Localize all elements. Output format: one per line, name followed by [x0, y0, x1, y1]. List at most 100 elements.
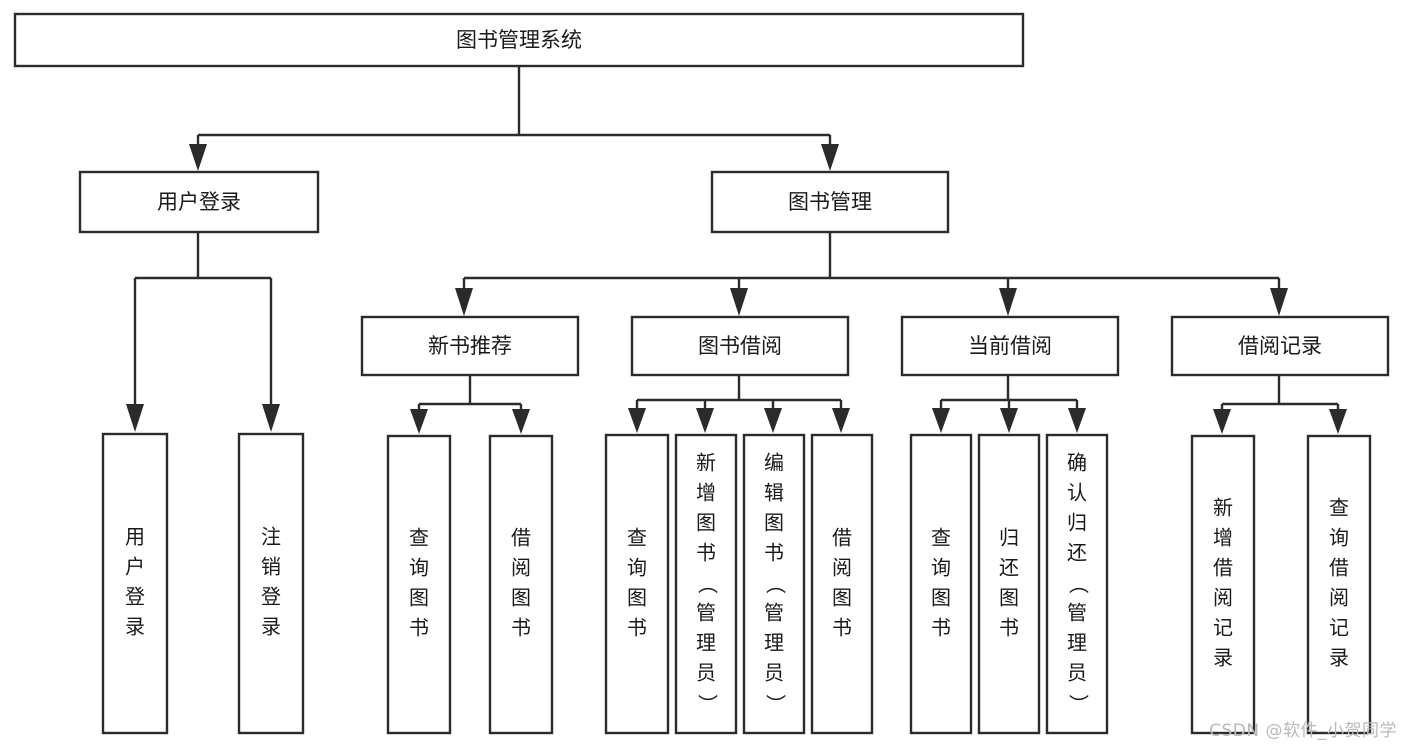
node-current-borrow-box[interactable] — [900, 315, 1120, 377]
svg-text:确: 确 — [1067, 451, 1087, 475]
svg-text:询: 询 — [931, 556, 951, 580]
arrowhead-book-borrow — [730, 288, 748, 316]
node-leaf-borrow-book-2-box[interactable] — [810, 433, 874, 735]
node-leaf-logout-box[interactable] — [237, 432, 305, 735]
svg-text:（: （ — [696, 574, 720, 594]
svg-text:）: ） — [696, 694, 720, 714]
svg-text:认: 认 — [1067, 481, 1087, 505]
svg-text:书: 书 — [409, 616, 429, 640]
svg-text:登: 登 — [125, 585, 145, 609]
svg-text:员: 员 — [1067, 661, 1087, 685]
svg-text:增: 增 — [1213, 526, 1233, 550]
svg-text:编: 编 — [764, 451, 784, 475]
node-leaf-user-login-box[interactable] — [101, 432, 169, 735]
svg-text:管: 管 — [696, 601, 716, 625]
arrowhead-leaf-query-book-3 — [932, 408, 950, 433]
svg-text:录: 录 — [1329, 646, 1349, 670]
node-book-management-box[interactable] — [710, 170, 950, 234]
svg-text:新: 新 — [1213, 496, 1233, 520]
svg-text:记: 记 — [1329, 616, 1349, 640]
svg-text:书: 书 — [627, 616, 647, 640]
node-leaf-query-book-3-box[interactable] — [909, 433, 973, 735]
arrowhead-leaf-edit-book — [764, 408, 782, 433]
node-leaf-add-record-box[interactable] — [1190, 434, 1256, 735]
arrowhead-book-management — [821, 144, 839, 171]
svg-text:销: 销 — [261, 555, 281, 579]
node-borrow-record[interactable]: 借阅记录 — [1170, 315, 1390, 377]
svg-text:询: 询 — [627, 556, 647, 580]
svg-text:还: 还 — [1067, 541, 1087, 565]
svg-text:用: 用 — [125, 525, 145, 549]
node-leaf-borrow-book-1-box[interactable] — [488, 434, 554, 735]
node-user-login[interactable]: 用户登录 — [78, 170, 320, 234]
svg-text:理: 理 — [1067, 631, 1087, 655]
arrowhead-new-book-recommend — [455, 288, 473, 316]
svg-text:还: 还 — [999, 556, 1019, 580]
svg-text:录: 录 — [125, 615, 145, 639]
arrowhead-leaf-user-login — [126, 404, 144, 432]
svg-text:图: 图 — [511, 586, 531, 610]
svg-text:（: （ — [764, 574, 788, 594]
arrowhead-current-borrow — [999, 288, 1017, 316]
svg-text:管: 管 — [1067, 601, 1087, 625]
svg-text:新: 新 — [696, 451, 716, 475]
svg-text:查: 查 — [931, 526, 951, 550]
svg-text:图: 图 — [627, 586, 647, 610]
node-book-management[interactable]: 图书管理 — [710, 170, 950, 234]
svg-text:录: 录 — [1213, 646, 1233, 670]
node-leaf-query-book-2-box[interactable] — [604, 433, 670, 735]
node-leaf-add-book-box[interactable] — [674, 433, 738, 735]
node-book-borrow-box[interactable] — [630, 315, 850, 377]
node-borrow-record-box[interactable] — [1170, 315, 1390, 377]
node-leaf-return-book-box[interactable] — [977, 433, 1041, 735]
node-current-borrow-label: 当前借阅 — [968, 334, 1052, 358]
node-book-management-label: 图书管理 — [788, 190, 872, 214]
arrowhead-user-login — [189, 144, 207, 171]
svg-text:查: 查 — [409, 526, 429, 550]
arrowhead-leaf-logout — [262, 404, 280, 432]
node-new-book-recommend-box[interactable] — [360, 315, 580, 377]
node-root[interactable]: 图书管理系统 — [13, 12, 1025, 68]
node-new-book-recommend[interactable]: 新书推荐 — [360, 315, 580, 377]
node-current-borrow[interactable]: 当前借阅 — [900, 315, 1120, 377]
arrowhead-leaf-add-book — [696, 408, 714, 433]
svg-text:借: 借 — [1213, 556, 1233, 580]
node-book-borrow[interactable]: 图书借阅 — [630, 315, 850, 377]
svg-text:阅: 阅 — [511, 556, 531, 580]
node-leaf-confirm-return-box[interactable] — [1045, 433, 1109, 735]
connector-layer — [126, 66, 1347, 434]
svg-text:询: 询 — [409, 556, 429, 580]
svg-text:登: 登 — [261, 585, 281, 609]
svg-text:记: 记 — [1213, 616, 1233, 640]
node-leaf-user-login[interactable]: 用户登录 — [101, 432, 169, 735]
node-leaf-query-book-1-box[interactable] — [386, 434, 452, 735]
arrowhead-leaf-return-book — [1000, 408, 1018, 433]
node-root-box[interactable] — [13, 12, 1025, 68]
arrowhead-leaf-borrow-book-2 — [832, 408, 850, 433]
node-user-login-label: 用户登录 — [157, 190, 241, 214]
svg-text:归: 归 — [999, 526, 1019, 550]
arrowhead-leaf-confirm-return — [1068, 408, 1086, 433]
node-user-login-box[interactable] — [78, 170, 320, 234]
node-leaf-query-record-box[interactable] — [1306, 434, 1372, 735]
node-leaf-edit-book-box[interactable] — [742, 433, 806, 735]
